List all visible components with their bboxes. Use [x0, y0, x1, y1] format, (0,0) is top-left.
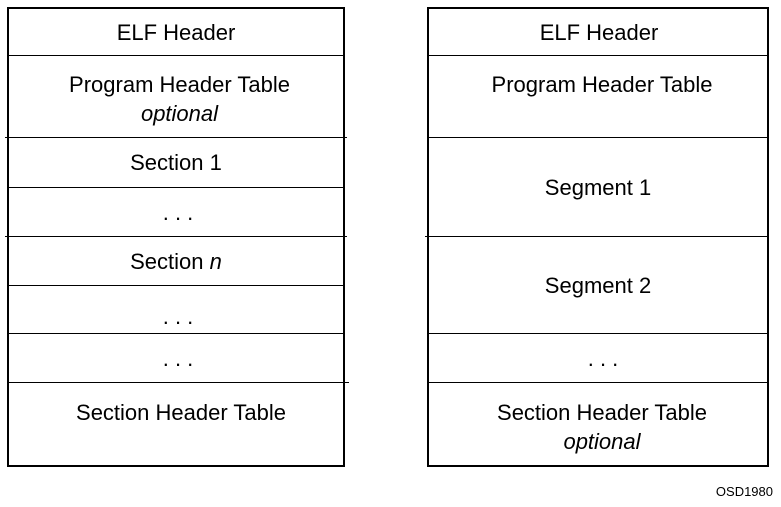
- left-divider: [7, 55, 345, 56]
- right-segment-2: Segment 2: [427, 237, 769, 333]
- left-divider: [5, 236, 347, 237]
- left-ellipsis-2: . . .: [7, 292, 349, 340]
- left-program-header-table-note: optional: [140, 101, 219, 126]
- right-segment-1-label: Segment 1: [544, 174, 652, 200]
- right-ellipsis: . . .: [427, 334, 779, 382]
- right-segment-2-label: Segment 2: [544, 272, 652, 298]
- left-elf-header-label: ELF Header: [116, 19, 236, 45]
- left-border-right: [343, 7, 345, 467]
- left-elf-header: ELF Header: [7, 9, 345, 55]
- left-ellipsis-1: . . .: [7, 188, 349, 236]
- left-border-left: [7, 7, 9, 467]
- left-divider: [9, 382, 349, 383]
- left-program-header-table: Program Header Table optional: [7, 70, 352, 137]
- right-border-bottom: [427, 465, 769, 467]
- right-ellipsis-label: . . .: [587, 345, 619, 371]
- left-section-1-label: Section 1: [130, 150, 222, 175]
- left-section-n-text: Section n: [130, 247, 222, 276]
- left-section-header-table-label: Section Header Table: [76, 400, 286, 425]
- right-section-header-table: Section Header Table optional: [427, 398, 777, 465]
- right-divider: [427, 137, 769, 138]
- left-border-top: [7, 7, 345, 9]
- left-section-header-table: Section Header Table: [7, 398, 355, 465]
- right-elf-header-label: ELF Header: [539, 19, 659, 45]
- right-section-header-table-note: optional: [563, 429, 641, 454]
- right-elf-header: ELF Header: [427, 9, 771, 55]
- left-divider: [5, 137, 347, 138]
- left-section-n-italic: n: [209, 248, 222, 274]
- right-program-header-table: Program Header Table: [427, 70, 777, 137]
- right-divider: [425, 236, 769, 237]
- left-program-header-table-label: Program Header Table: [69, 72, 290, 97]
- left-diagram: ELF Header Program Header Table optional…: [5, 7, 349, 467]
- right-divider: [427, 382, 769, 383]
- left-divider: [7, 285, 345, 286]
- right-border-left: [427, 7, 429, 467]
- right-diagram: ELF Header Program Header Table Segment …: [425, 7, 771, 467]
- right-divider: [427, 333, 769, 334]
- left-section-n-label: Section: [130, 248, 210, 274]
- left-ellipsis-3: . . .: [7, 334, 349, 382]
- right-section-header-table-label: Section Header Table: [497, 400, 707, 425]
- left-divider: [7, 187, 345, 188]
- right-border-top: [427, 7, 769, 9]
- right-program-header-table-label: Program Header Table: [491, 72, 713, 97]
- right-divider: [427, 55, 769, 56]
- left-section-n: Section n: [7, 237, 345, 285]
- right-border-right: [767, 7, 769, 467]
- left-ellipsis-1-label: . . .: [162, 199, 194, 225]
- left-ellipsis-3-label: . . .: [162, 345, 194, 371]
- left-divider: [7, 333, 345, 334]
- right-segment-1: Segment 1: [427, 138, 769, 236]
- left-border-bottom: [7, 465, 345, 467]
- left-section-1: Section 1: [7, 138, 345, 187]
- left-ellipsis-2-label: . . .: [162, 303, 194, 329]
- figure-id: OSD1980: [715, 484, 773, 499]
